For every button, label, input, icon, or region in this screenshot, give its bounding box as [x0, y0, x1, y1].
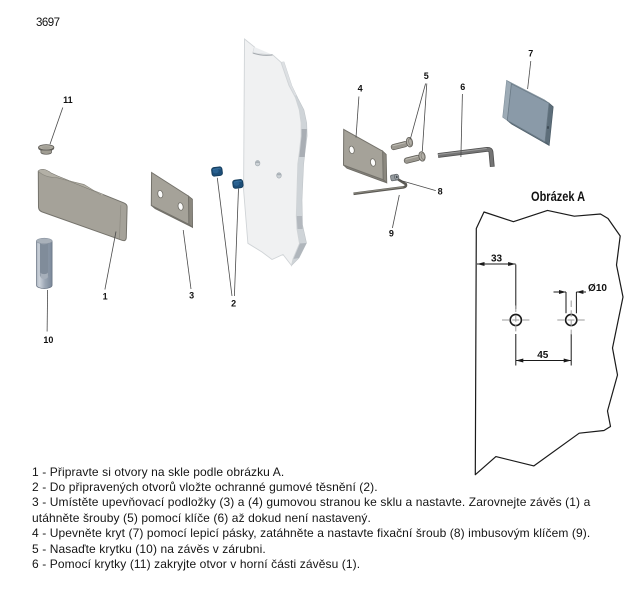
- svg-text:10: 10: [43, 335, 53, 345]
- svg-text:11: 11: [63, 95, 73, 105]
- svg-text:2: 2: [231, 299, 236, 309]
- svg-text:9: 9: [389, 229, 394, 239]
- svg-text:3: 3: [189, 290, 194, 300]
- svg-text:4: 4: [358, 84, 363, 94]
- svg-text:1: 1: [103, 292, 108, 302]
- svg-text:7: 7: [528, 49, 533, 59]
- svg-text:33: 33: [491, 254, 503, 265]
- svg-text:5: 5: [424, 71, 429, 81]
- svg-text:Ø10: Ø10: [588, 283, 607, 294]
- svg-text:6: 6: [460, 82, 465, 92]
- svg-text:45: 45: [537, 350, 549, 361]
- svg-text:8: 8: [438, 186, 443, 196]
